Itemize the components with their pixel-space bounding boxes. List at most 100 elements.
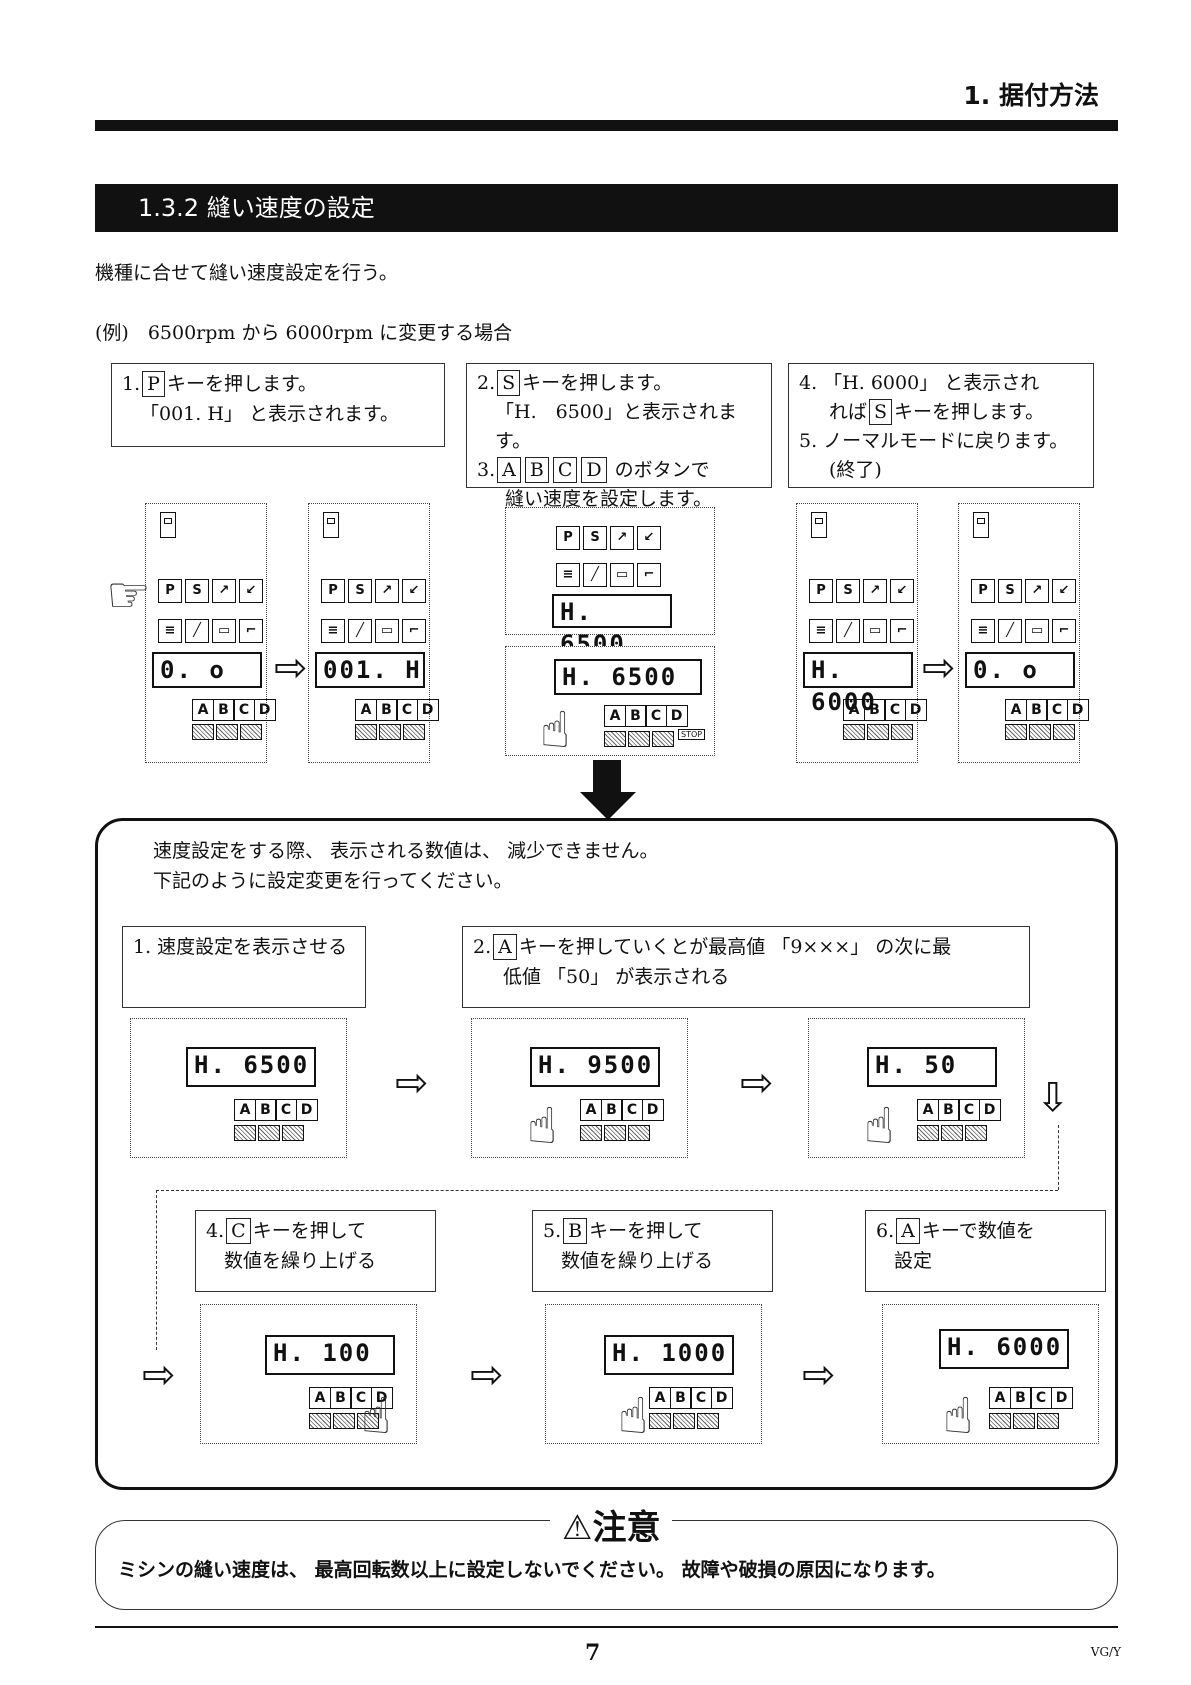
c-key[interactable]: C — [1030, 1387, 1052, 1409]
pattern-key-icon[interactable]: ↙ — [637, 526, 661, 550]
thread-key-icon[interactable]: ≡ — [556, 563, 580, 587]
s-key[interactable]: S — [348, 579, 372, 603]
stitch-key-icon[interactable]: ⌐ — [402, 619, 426, 643]
footer-rule — [95, 1626, 1118, 1628]
c-key[interactable]: C — [1046, 699, 1068, 721]
a-key[interactable]: A — [917, 1099, 939, 1121]
a-key[interactable]: A — [309, 1387, 331, 1409]
a-key[interactable]: A — [989, 1387, 1011, 1409]
foot-key-icon[interactable]: ▭ — [375, 619, 399, 643]
c-key[interactable]: C — [690, 1387, 712, 1409]
a-key[interactable]: A — [234, 1099, 256, 1121]
d-key[interactable]: D — [665, 705, 688, 727]
d-key[interactable]: D — [370, 1387, 393, 1409]
a-key[interactable]: A — [604, 705, 626, 727]
model-code: VG/Y — [1090, 1645, 1121, 1659]
c-key[interactable]: C — [621, 1099, 643, 1121]
s-key[interactable]: S — [583, 526, 607, 550]
pattern-key-icon[interactable]: ↙ — [1052, 579, 1076, 603]
curve-key-icon[interactable]: ╱ — [185, 619, 209, 643]
c-key[interactable]: C — [396, 699, 418, 721]
d-key[interactable]: D — [295, 1099, 318, 1121]
a-key[interactable]: A — [192, 699, 214, 721]
a-key[interactable]: A — [580, 1099, 602, 1121]
d-key[interactable]: D — [416, 699, 439, 721]
b-key[interactable]: B — [937, 1099, 960, 1121]
b-key[interactable]: B — [600, 1099, 623, 1121]
thread-key-icon[interactable]: ≡ — [809, 619, 833, 643]
s-key[interactable]: S — [836, 579, 860, 603]
s-key[interactable]: S — [185, 579, 209, 603]
c-key[interactable]: C — [350, 1387, 372, 1409]
mode-icon — [1037, 1413, 1059, 1429]
d-key[interactable]: D — [641, 1099, 664, 1121]
p-key[interactable]: P — [158, 579, 182, 603]
pattern-key-icon[interactable]: ↙ — [890, 579, 914, 603]
b-key[interactable]: B — [1009, 1387, 1032, 1409]
curve-key-icon[interactable]: ╱ — [348, 619, 372, 643]
step-num: 6. — [876, 1220, 895, 1242]
b-key[interactable]: B — [254, 1099, 277, 1121]
thread-key-icon[interactable]: ≡ — [971, 619, 995, 643]
curve-key-icon[interactable]: ╱ — [583, 563, 607, 587]
stitch-key-icon[interactable]: ⌐ — [1052, 619, 1076, 643]
p-key[interactable]: P — [556, 526, 580, 550]
c-key[interactable]: C — [233, 699, 255, 721]
notice-line-2: 下記のように設定変更を行ってください。 — [153, 870, 513, 892]
thread-key-icon[interactable]: ≡ — [321, 619, 345, 643]
foot-key-icon[interactable]: ▭ — [1025, 619, 1049, 643]
p-key[interactable]: P — [321, 579, 345, 603]
mode-icon — [258, 1125, 280, 1141]
mode-icon — [1029, 724, 1051, 740]
p-key[interactable]: P — [809, 579, 833, 603]
pattern-key-icon[interactable]: ↗ — [610, 526, 634, 550]
pattern-key-icon[interactable]: ↗ — [1025, 579, 1049, 603]
a-key[interactable]: A — [649, 1387, 671, 1409]
thread-key-icon[interactable]: ≡ — [158, 619, 182, 643]
d-key[interactable]: D — [253, 699, 276, 721]
curve-key-icon[interactable]: ╱ — [836, 619, 860, 643]
d-key[interactable]: D — [978, 1099, 1001, 1121]
foot-key-icon[interactable]: ▭ — [610, 563, 634, 587]
b-key[interactable]: B — [863, 699, 886, 721]
pattern-key-icon[interactable]: ↙ — [402, 579, 426, 603]
c-key[interactable]: C — [958, 1099, 980, 1121]
a-key[interactable]: A — [355, 699, 377, 721]
c-key[interactable]: C — [275, 1099, 297, 1121]
b-key[interactable]: B — [624, 705, 647, 727]
s-key[interactable]: S — [998, 579, 1022, 603]
mode-icon — [580, 1125, 602, 1141]
foot-key-icon[interactable]: ▭ — [863, 619, 887, 643]
c-key[interactable]: C — [645, 705, 667, 727]
pattern-key-icon[interactable]: ↙ — [239, 579, 263, 603]
p-key[interactable]: P — [971, 579, 995, 603]
b-key[interactable]: B — [375, 699, 398, 721]
c-key[interactable]: C — [884, 699, 906, 721]
pattern-key-icon[interactable]: ↗ — [375, 579, 399, 603]
d-key[interactable]: D — [1066, 699, 1089, 721]
step-text: キーを押します。 — [522, 372, 673, 394]
b-key[interactable]: B — [669, 1387, 692, 1409]
pattern-key-icon[interactable]: ↗ — [212, 579, 236, 603]
stitch-key-icon[interactable]: ⌐ — [637, 563, 661, 587]
b-key[interactable]: B — [329, 1387, 352, 1409]
stitch-key-icon[interactable]: ⌐ — [890, 619, 914, 643]
d-key[interactable]: D — [1050, 1387, 1073, 1409]
pattern-key-icon[interactable]: ↗ — [863, 579, 887, 603]
a-key[interactable]: A — [1005, 699, 1027, 721]
stitch-key-icon[interactable]: ⌐ — [239, 619, 263, 643]
foot-key-icon[interactable]: ▭ — [212, 619, 236, 643]
d-key[interactable]: D — [710, 1387, 733, 1409]
curve-key-icon[interactable]: ╱ — [998, 619, 1022, 643]
a-key[interactable]: A — [843, 699, 865, 721]
b-key[interactable]: B — [1025, 699, 1048, 721]
d-key[interactable]: D — [904, 699, 927, 721]
stop-key[interactable]: STOP — [678, 729, 706, 740]
b-key[interactable]: B — [212, 699, 235, 721]
pointing-hand-icon: ☝ — [864, 1097, 895, 1155]
